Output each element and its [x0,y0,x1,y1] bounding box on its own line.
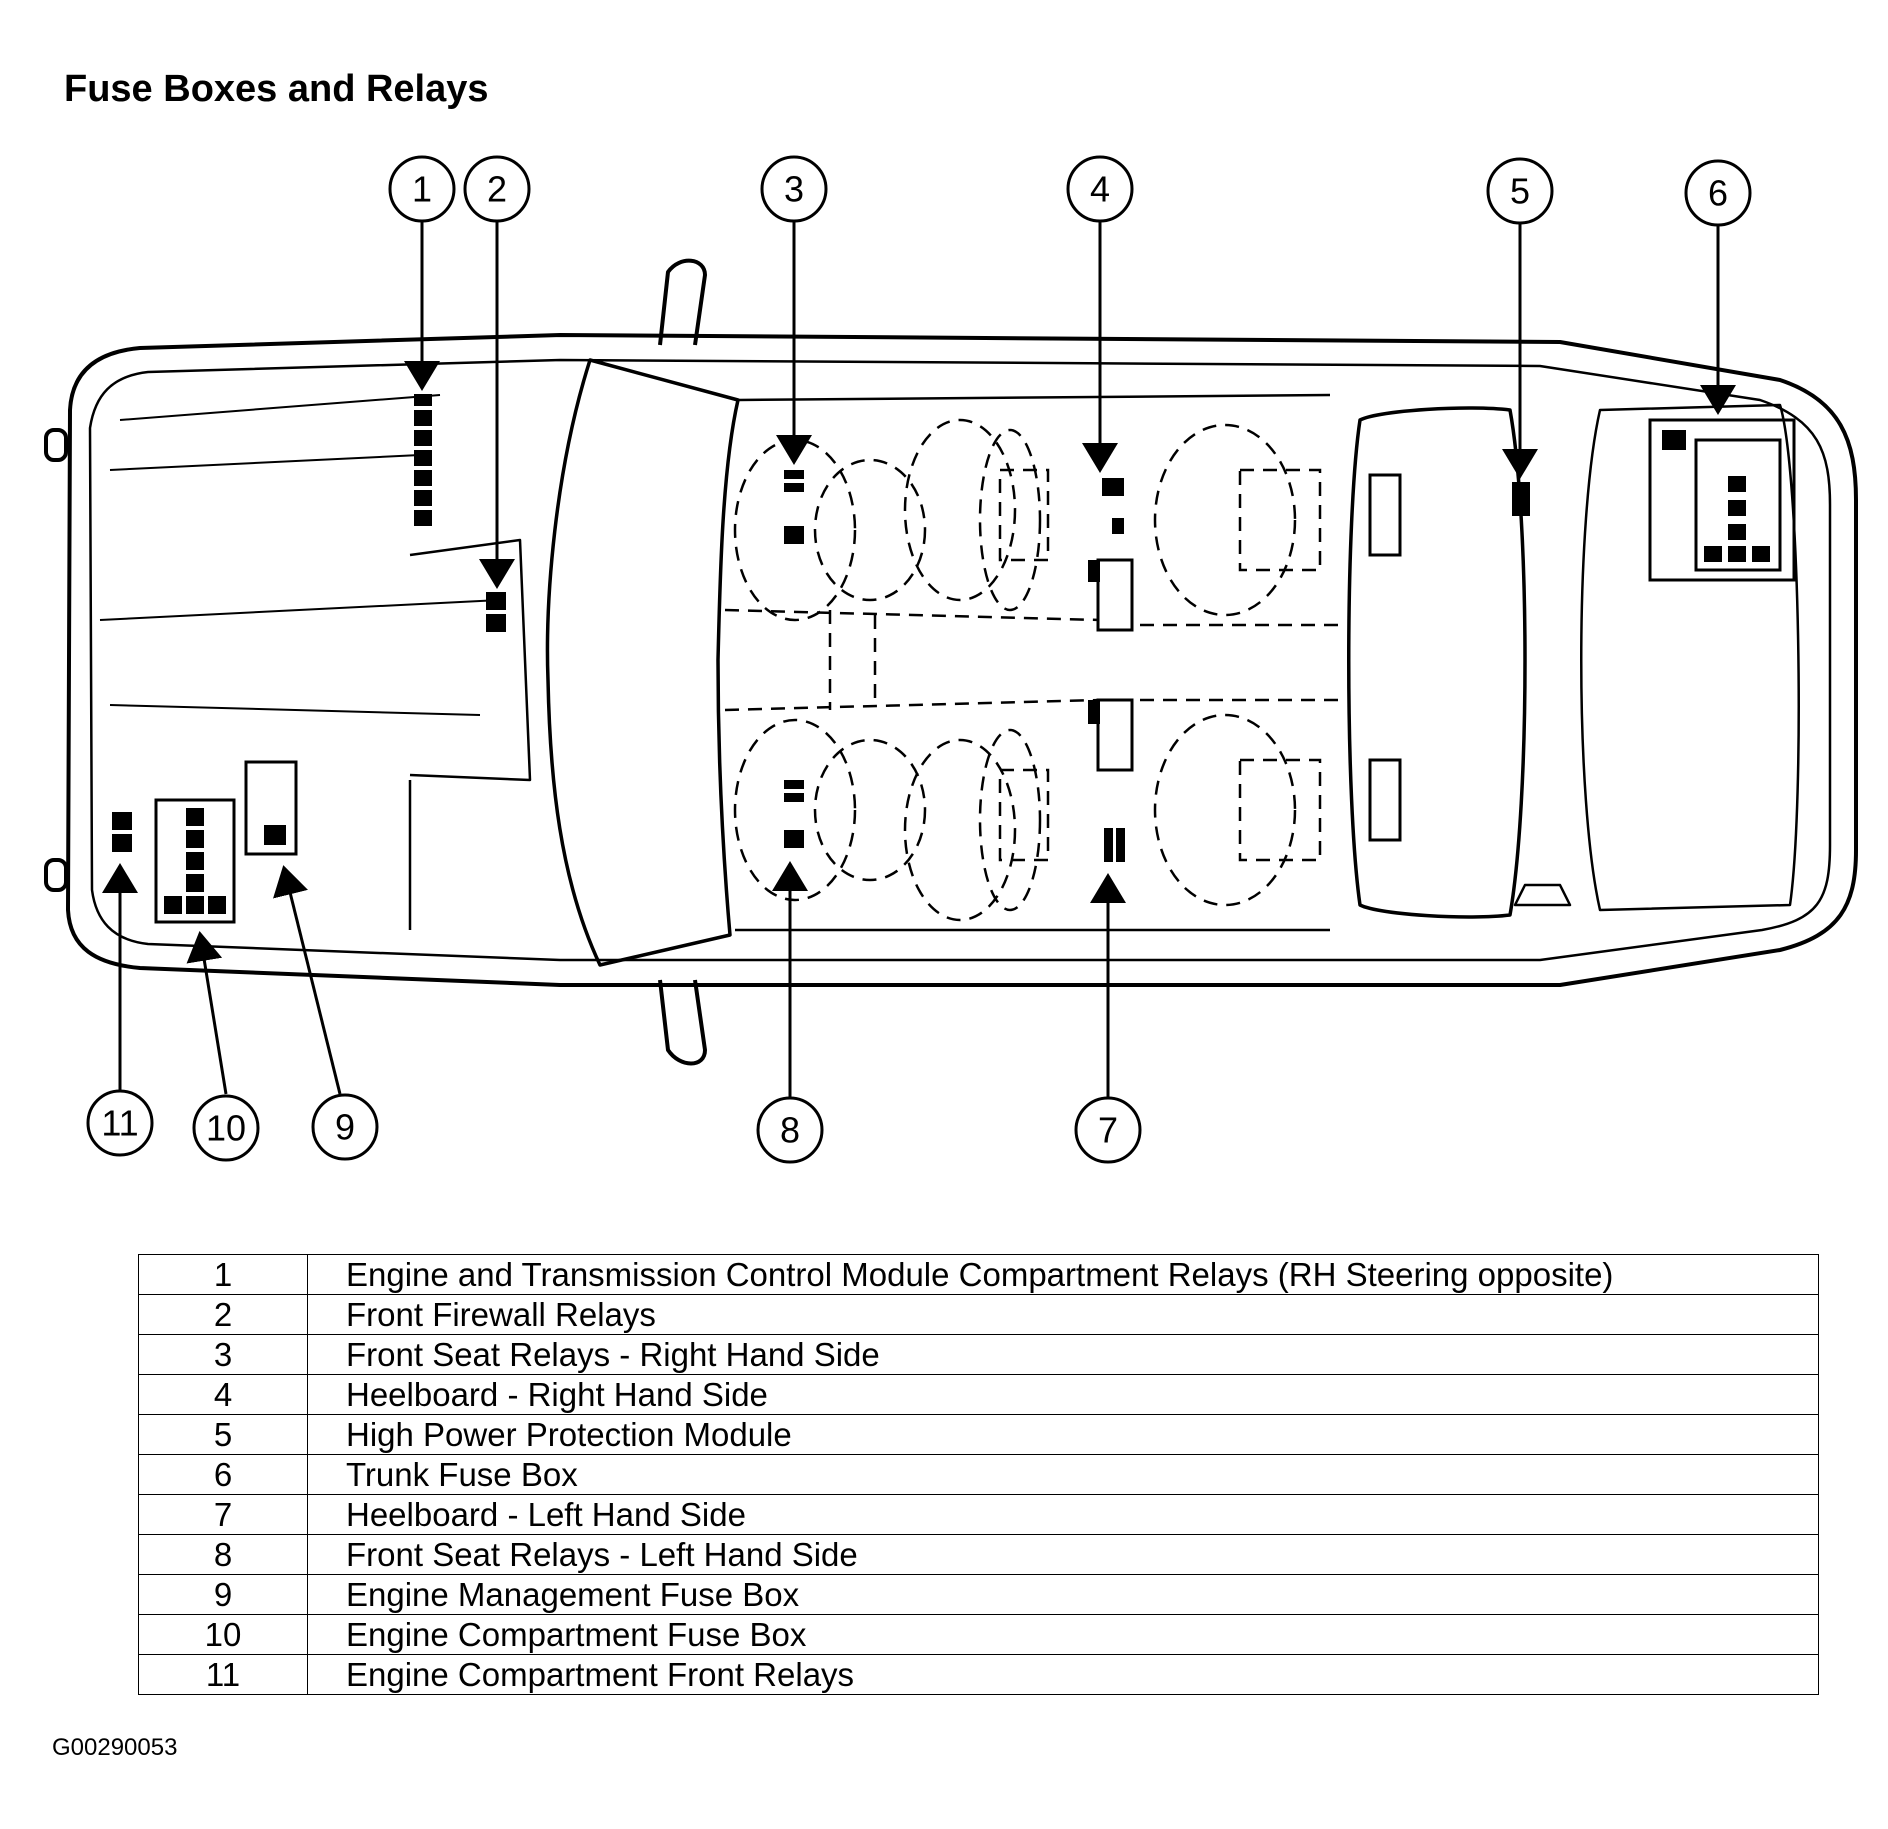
callout-7: 7 [1074,1096,1142,1164]
legend-number: 5 [138,1414,308,1455]
figure-id: G00290053 [52,1734,178,1761]
callout-4: 4 [1066,155,1134,223]
callout-9-label: 9 [335,1107,355,1148]
car-top-view-diagram: 1 2 3 4 5 6 7 8 9 10 11 [44,155,1858,1164]
callout-1-label: 1 [412,169,432,210]
callout-1: 1 [388,155,456,223]
legend-number: 8 [138,1534,308,1575]
callout-6: 6 [1684,159,1752,227]
callout-10-label: 10 [206,1108,246,1149]
legend-description: Heelboard - Left Hand Side [307,1494,1819,1535]
legend-number: 11 [138,1654,308,1695]
callout-5: 5 [1486,157,1554,225]
callout-6-label: 6 [1708,173,1728,214]
legend-description: Heelboard - Right Hand Side [307,1374,1819,1415]
legend-description: Trunk Fuse Box [307,1454,1819,1495]
legend-number: 3 [138,1334,308,1375]
heelboard-panels [1096,473,1402,842]
legend-description: Front Seat Relays - Left Hand Side [307,1534,1819,1575]
legend-description: Front Firewall Relays [307,1294,1819,1335]
car-body [44,258,1858,1066]
leader-lines [102,218,1736,1098]
callout-8: 8 [756,1096,824,1164]
callout-11: 11 [86,1089,154,1157]
legend-description: High Power Protection Module [307,1414,1819,1455]
legend-description: Engine Compartment Front Relays [307,1654,1819,1695]
callout-8-label: 8 [780,1110,800,1151]
callout-10: 10 [192,1094,260,1162]
callout-9: 9 [311,1093,379,1161]
callout-2: 2 [463,155,531,223]
diagram-title: Fuse Boxes and Relays [64,68,489,110]
callout-3-label: 3 [784,169,804,210]
callout-11-label: 11 [101,1103,138,1144]
legend-number: 6 [138,1454,308,1495]
callout-5-label: 5 [1510,171,1530,212]
legend-number: 4 [138,1374,308,1415]
callout-4-label: 4 [1090,169,1110,210]
relay-markers [112,394,1796,924]
legend-description: Front Seat Relays - Right Hand Side [307,1334,1819,1375]
legend-number: 9 [138,1574,308,1615]
callout-7-label: 7 [1098,1110,1118,1151]
legend-number: 10 [138,1614,308,1655]
callout-2-label: 2 [487,169,507,210]
legend-description: Engine Compartment Fuse Box [307,1614,1819,1655]
interior-seats [724,418,1345,922]
legend-number: 7 [138,1494,308,1535]
legend-number: 1 [138,1254,308,1295]
legend-description: Engine Management Fuse Box [307,1574,1819,1615]
legend-description: Engine and Transmission Control Module C… [307,1254,1819,1295]
callout-3: 3 [760,155,828,223]
legend-number: 2 [138,1294,308,1335]
